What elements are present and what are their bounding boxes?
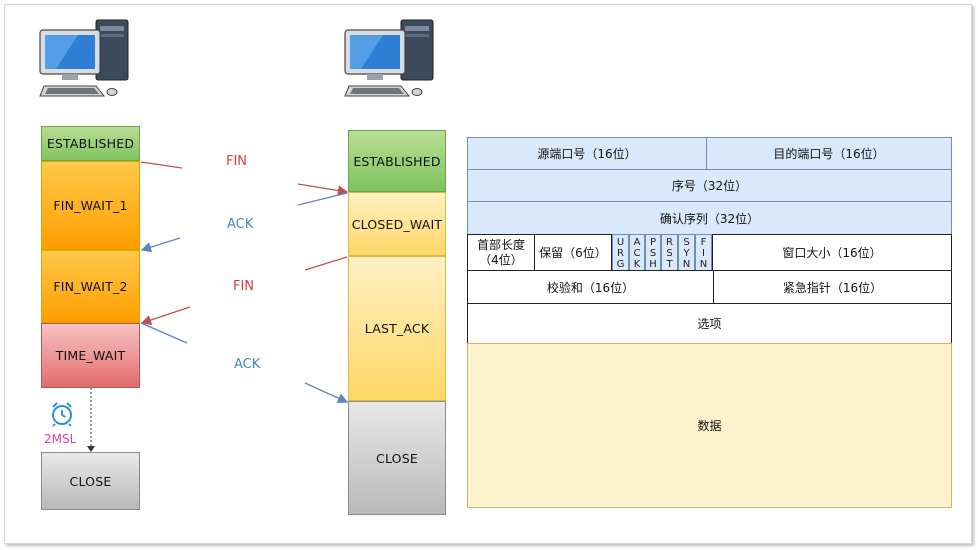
header-urgent: 紧急指针（16位）	[713, 270, 952, 304]
alarm-clock-icon	[52, 402, 72, 427]
header-options: 选项	[467, 303, 952, 344]
message-label-fin-2: FIN	[233, 279, 255, 294]
server-state-established: ESTABLISHED	[348, 130, 446, 192]
client-state-fin-wait-2: FIN_WAIT_2	[41, 250, 140, 323]
message-label-fin-1: FIN	[226, 154, 248, 169]
client-state-close: CLOSE	[41, 452, 140, 510]
server-state-last-ack: LAST_ACK	[348, 256, 446, 401]
message-label-ack-1: ACK	[227, 217, 254, 232]
header-dst-port: 目的端口号（16位）	[706, 137, 952, 170]
server-state-closed-wait: CLOSED_WAIT	[348, 192, 446, 256]
header-ack: 确认序列（32位）	[467, 201, 952, 235]
desktop-computer-icon	[344, 19, 434, 97]
header-checksum: 校验和（16位）	[467, 270, 714, 304]
client-state-established: ESTABLISHED	[41, 126, 140, 161]
desktop-computer-icon	[39, 19, 129, 97]
header-window: 窗口大小（16位）	[712, 234, 952, 271]
message-label-ack-2: ACK	[234, 357, 261, 372]
header-length: 首部长度（4位）	[467, 234, 535, 271]
header-src-port: 源端口号（16位）	[467, 137, 707, 170]
server-state-close: CLOSE	[348, 401, 446, 515]
header-data: 数据	[467, 343, 952, 508]
header-reserved: 保留（6位）	[534, 234, 612, 271]
client-state-fin-wait-1: FIN_WAIT_1	[41, 161, 140, 250]
client-state-time-wait: TIME_WAIT	[41, 323, 140, 388]
header-seq: 序号（32位）	[467, 169, 952, 202]
timer-label: 2MSL	[44, 432, 77, 446]
